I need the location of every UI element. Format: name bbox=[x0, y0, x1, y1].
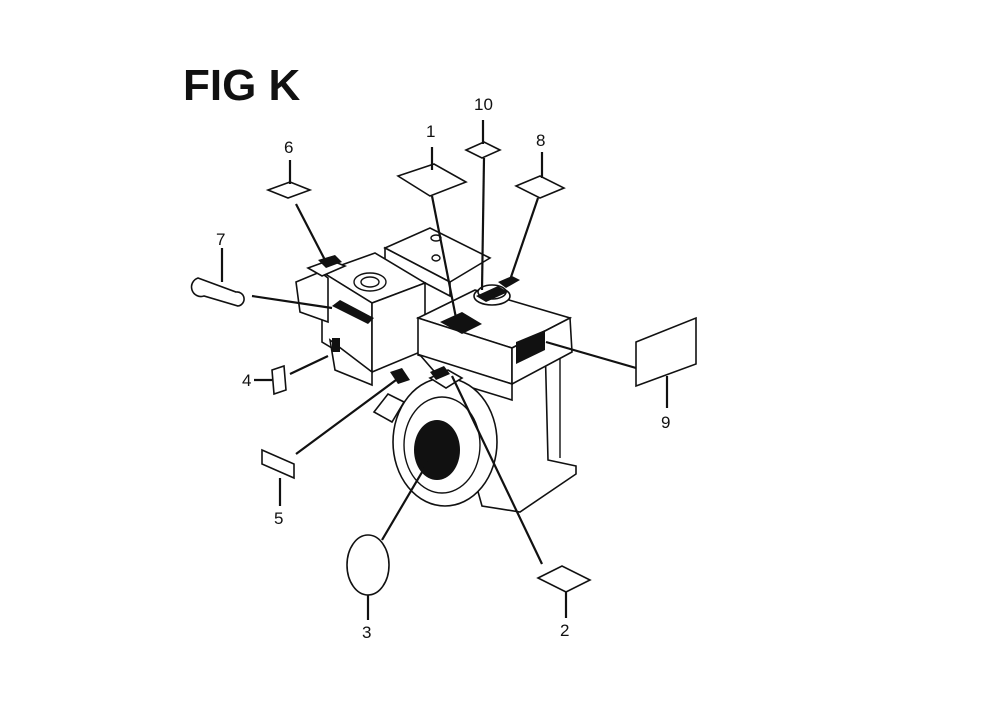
callout-10-leader bbox=[480, 157, 486, 291]
callout-5-leader bbox=[295, 379, 397, 455]
callout-2-number: 2 bbox=[560, 621, 569, 640]
decal-6-outline bbox=[265, 181, 313, 199]
decal-8-outline bbox=[514, 175, 566, 199]
decal-4-outline bbox=[271, 364, 287, 396]
callout-7-number: 7 bbox=[216, 230, 225, 249]
decal-10-outline bbox=[464, 141, 502, 159]
decal-3-outline bbox=[346, 534, 390, 596]
callout-5-number: 5 bbox=[274, 509, 283, 528]
callout-6-leader bbox=[295, 203, 327, 263]
callout-7-leader bbox=[251, 294, 333, 310]
decal-2-outline bbox=[536, 565, 592, 593]
callout-9-number: 9 bbox=[661, 413, 670, 432]
callout-8-leader bbox=[508, 197, 540, 281]
callout-4-leader bbox=[289, 355, 329, 375]
callout-1-leader bbox=[430, 195, 458, 319]
decal-1-outline bbox=[396, 163, 468, 197]
callout-6-number: 6 bbox=[284, 138, 293, 157]
decal-5-outline bbox=[261, 448, 295, 480]
callout-8-number: 8 bbox=[536, 131, 545, 150]
callout-9-leader bbox=[545, 340, 637, 370]
callout-1-number: 1 bbox=[426, 122, 435, 141]
decal-7-outline bbox=[190, 277, 245, 307]
decal-9-outline bbox=[635, 316, 697, 388]
callout-3-leader bbox=[381, 461, 429, 541]
engine-illustration bbox=[295, 227, 577, 513]
callout-3-number: 3 bbox=[362, 623, 371, 642]
callout-2-leader bbox=[451, 375, 543, 565]
figure-title: FIG K bbox=[183, 61, 301, 110]
callout-4-number: 4 bbox=[242, 371, 251, 390]
callout-10-number: 10 bbox=[474, 95, 493, 114]
